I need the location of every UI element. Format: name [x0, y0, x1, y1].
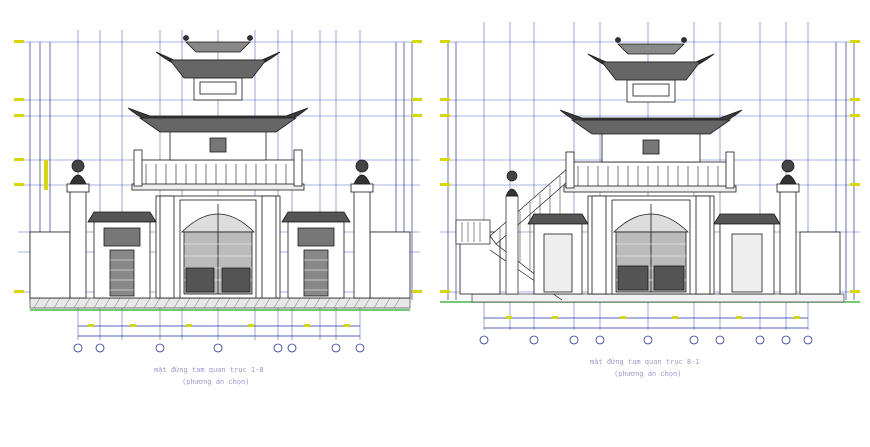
main-gate-right — [587, 195, 715, 295]
pavilion-right — [559, 37, 743, 163]
axis-bubbles-right — [479, 317, 813, 345]
level-markers-right — [440, 40, 860, 293]
foundation-hatch-left — [29, 297, 411, 309]
axis-bubbles-left — [73, 325, 365, 353]
outer-pillars-left — [66, 159, 374, 299]
staircase — [455, 167, 575, 301]
pavilion-left — [127, 35, 309, 161]
side-gate-left — [87, 211, 157, 299]
drawing-title-left: mặt đứng tam quan trục 1-8 — [154, 366, 264, 374]
side-gate-right-left — [527, 213, 589, 295]
drawing-subtitle-left: (phương án chọn) — [182, 378, 250, 386]
balcony-left — [131, 149, 305, 191]
drawing-subtitle-right: (phương án chọn) — [614, 370, 682, 378]
drawing-title-right: mặt đứng tam quan trục 8-1 — [590, 358, 700, 366]
elevation-left — [14, 30, 422, 353]
balcony-right — [563, 151, 737, 193]
dim-ticks-right — [506, 316, 800, 319]
dim-ticks-left — [88, 324, 350, 327]
side-gate-right-right — [713, 213, 781, 295]
elevation-right — [440, 22, 860, 345]
foundation-right — [471, 293, 845, 303]
main-gate-left — [155, 195, 281, 299]
side-gate-right — [281, 211, 351, 299]
boundary-wall-left — [29, 231, 411, 299]
outer-pillar-right — [776, 159, 800, 295]
